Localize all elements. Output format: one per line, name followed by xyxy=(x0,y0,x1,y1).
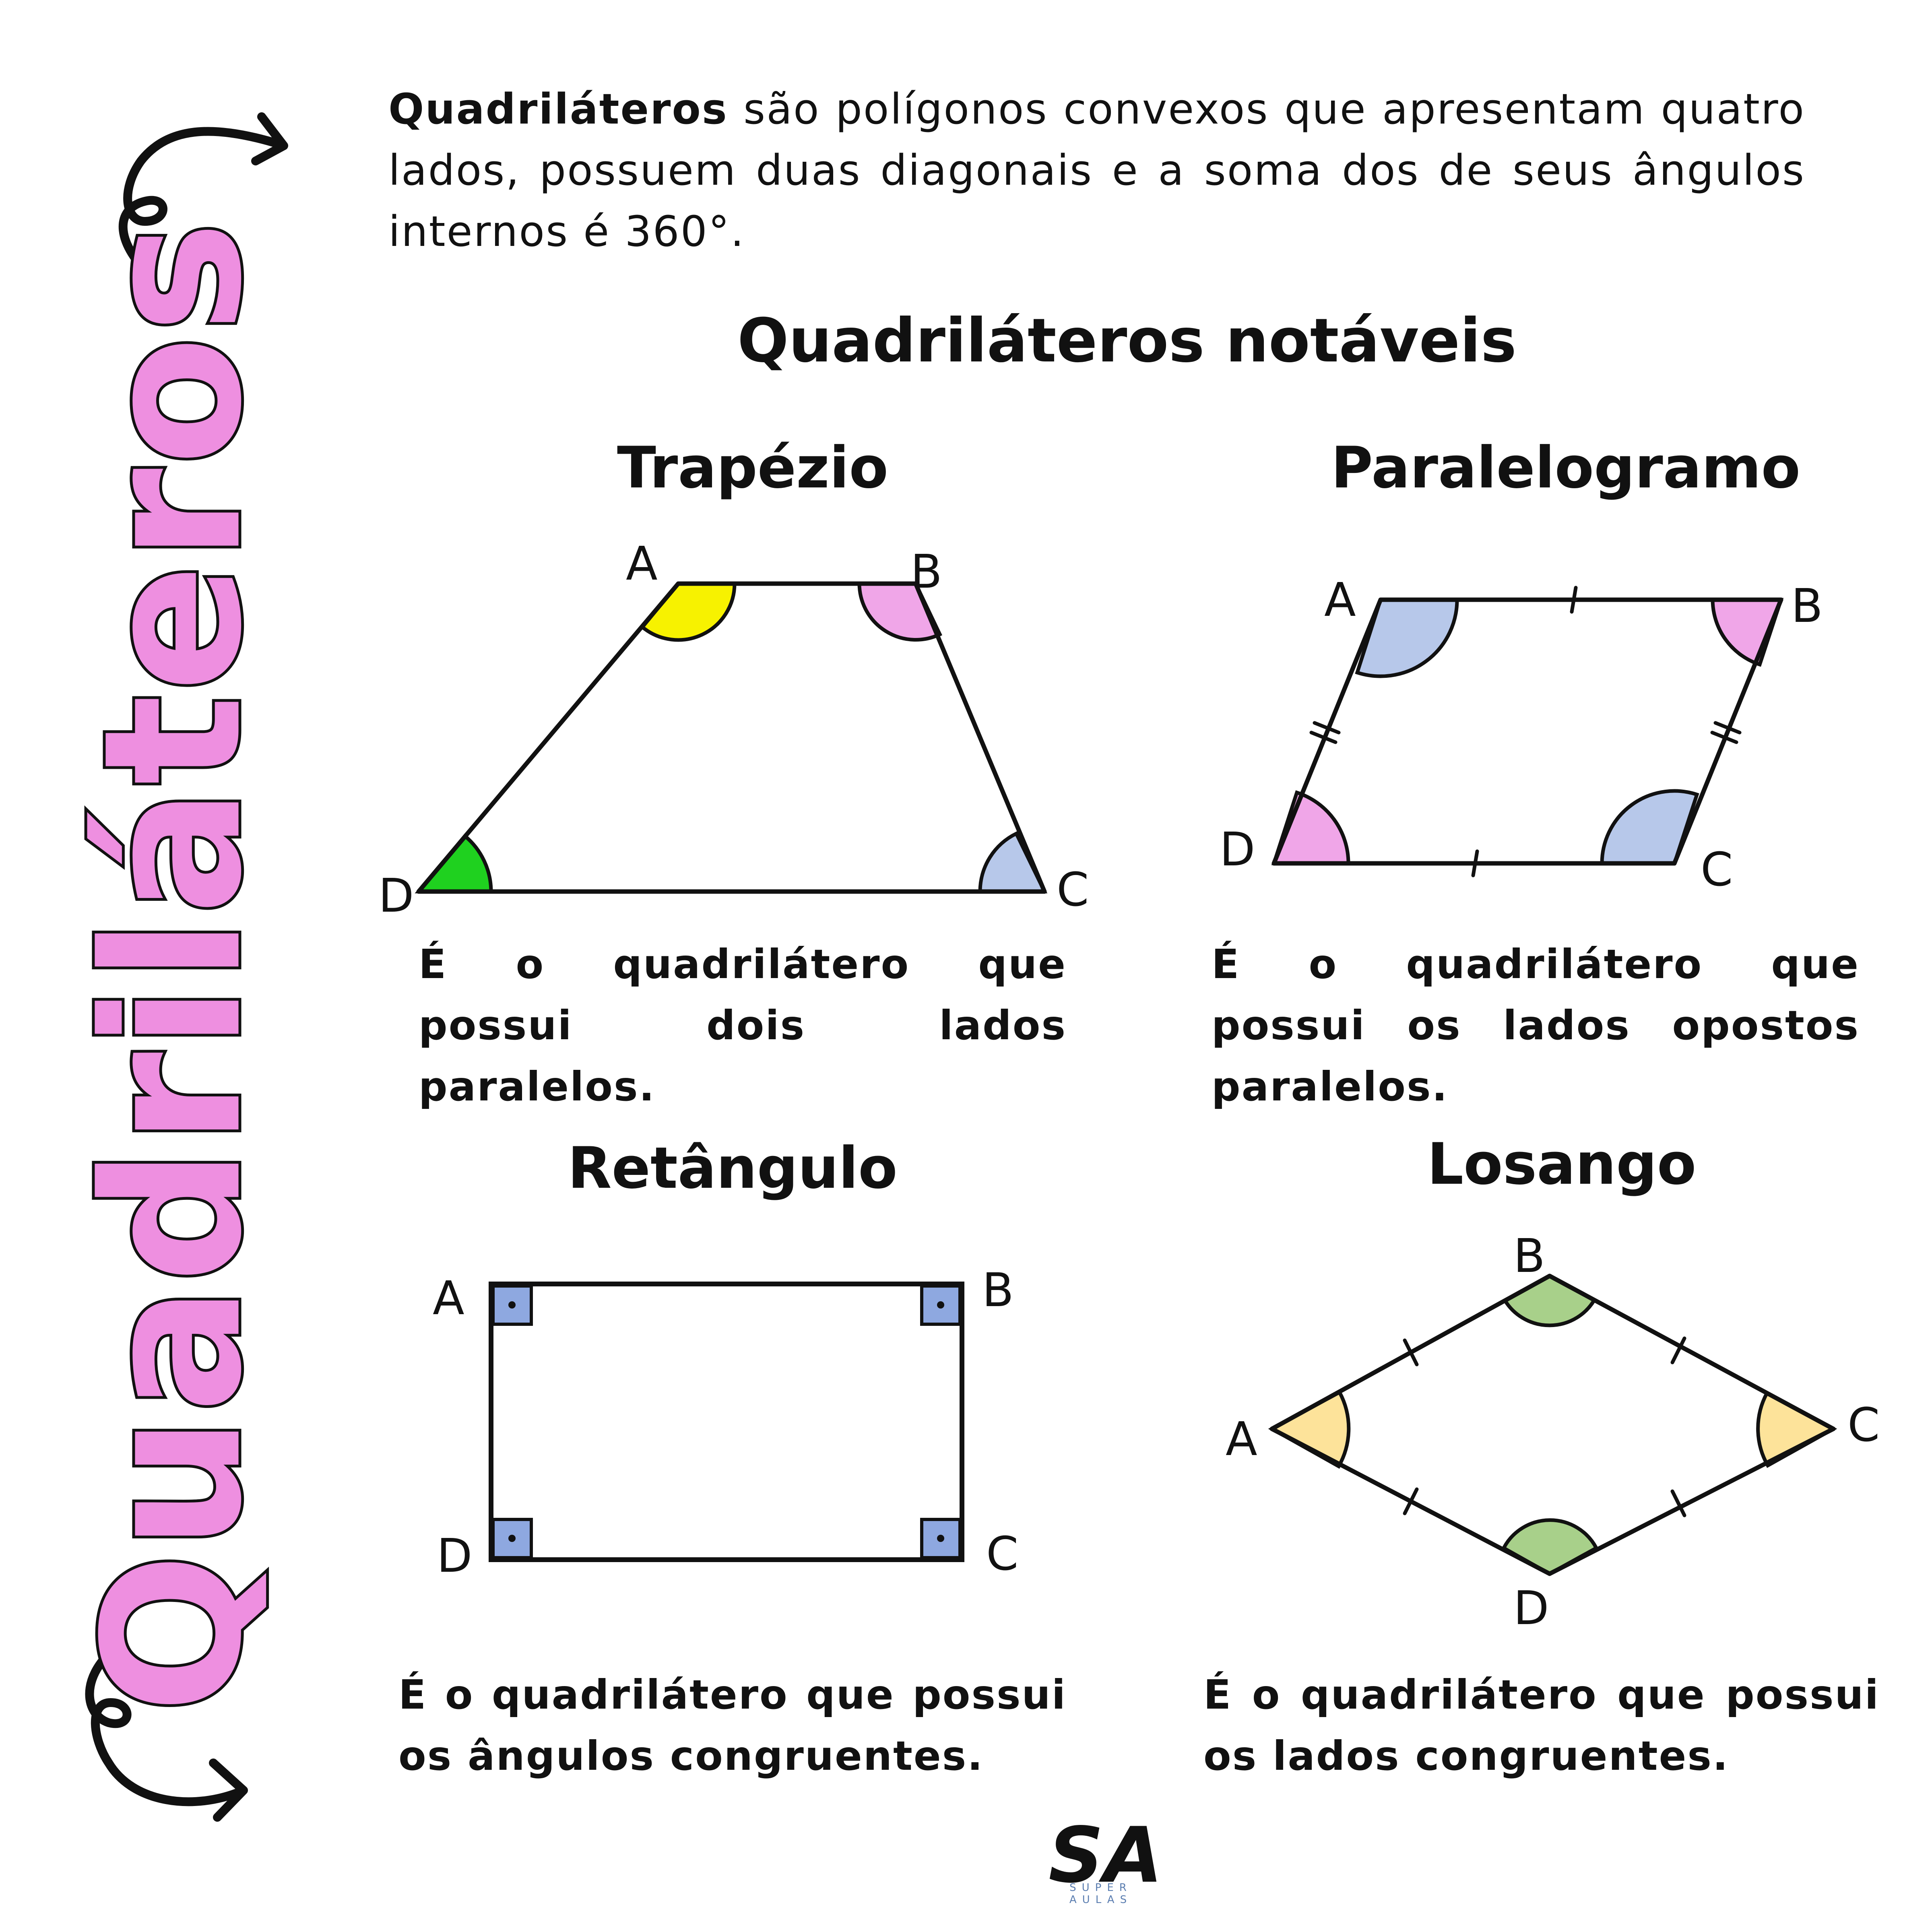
logo-letters: SA xyxy=(1049,1815,1157,1896)
paralelogramo-outline xyxy=(1271,597,1783,866)
losango-title: Losango xyxy=(1427,1131,1697,1197)
paralelogramo-title: Paralelogramo xyxy=(1331,435,1801,501)
decorative-arrow-top xyxy=(118,112,288,282)
retangulo-description: É o quadrilátero que possui os ângulos c… xyxy=(398,1671,1067,1779)
retangulo-label-a: A xyxy=(433,1271,464,1325)
trapezio-description: É o quadrilátero que possui dois lados p… xyxy=(419,941,1067,1110)
losango-angle-a xyxy=(1268,1389,1351,1469)
paralelogramo-angle-c xyxy=(1600,789,1699,865)
retangulo-label-c: C xyxy=(986,1527,1018,1581)
paralelogramo-angle-b xyxy=(1711,598,1784,667)
paralelogramo-label-a: A xyxy=(1324,573,1356,627)
paralelogramo-diagram: A B C D xyxy=(1220,573,1823,897)
retangulo-label-b: B xyxy=(982,1263,1014,1317)
losango-diagram: A B C D xyxy=(1226,1229,1880,1635)
intro-text: são polígonos convexos que apresentam qu… xyxy=(388,85,1805,256)
trapezio-angle-d xyxy=(415,833,493,894)
trapezio-angle-a xyxy=(640,582,737,642)
losango-angle-d xyxy=(1501,1518,1599,1576)
trapezio-label-a: A xyxy=(626,537,658,591)
trapezio-label-b: B xyxy=(910,545,942,599)
trapezio-angle-c xyxy=(978,831,1048,894)
intro-bold-term: Quadriláteros xyxy=(388,85,728,134)
decorative-arrow-bottom xyxy=(85,1646,248,1822)
retangulo-label-d: D xyxy=(437,1529,473,1583)
retangulo-outline xyxy=(489,1282,964,1562)
retangulo-right-angle-dots xyxy=(508,1301,944,1542)
paralelogramo-description: É o quadrilátero que possui os lados opo… xyxy=(1212,941,1860,1110)
losango-tick-marks xyxy=(1403,1336,1686,1517)
logo-tagline: SUPER AULAS xyxy=(1069,1882,1133,1906)
trapezio-label-d: D xyxy=(378,869,414,923)
losango-label-d: D xyxy=(1513,1581,1549,1635)
losango-label-c: C xyxy=(1847,1398,1880,1452)
trapezio-diagram: A B C D xyxy=(378,537,1089,923)
losango-angle-c xyxy=(1756,1390,1837,1468)
trapezio-label-c: C xyxy=(1057,863,1089,917)
paralelogramo-angle-a xyxy=(1355,598,1459,678)
losango-angle-b xyxy=(1502,1274,1597,1327)
losango-label-a: A xyxy=(1226,1412,1257,1466)
losango-description: É o quadrilátero que possui os lados con… xyxy=(1203,1671,1880,1779)
paralelogramo-label-d: D xyxy=(1220,823,1255,877)
paralelogramo-label-b: B xyxy=(1791,579,1823,633)
retangulo-diagram: A B C D xyxy=(433,1263,1018,1583)
trapezio-title: Trapézio xyxy=(617,435,888,501)
losango-outline xyxy=(1269,1274,1836,1576)
main-heading: Quadriláteros notáveis xyxy=(737,306,1517,376)
paralelogramo-label-c: C xyxy=(1701,843,1733,897)
paralelogramo-angle-d xyxy=(1271,790,1350,865)
paralelogramo-tick-marks xyxy=(1309,586,1742,877)
intro-paragraph: Quadriláteros são polígonos convexos que… xyxy=(388,78,1805,262)
side-title: Quadriláteros xyxy=(60,216,286,1717)
super-aulas-logo: SA xyxy=(1049,1815,1157,1896)
retangulo-title: Retângulo xyxy=(568,1135,898,1201)
losango-label-b: B xyxy=(1513,1229,1545,1283)
trapezio-outline xyxy=(416,581,1047,894)
